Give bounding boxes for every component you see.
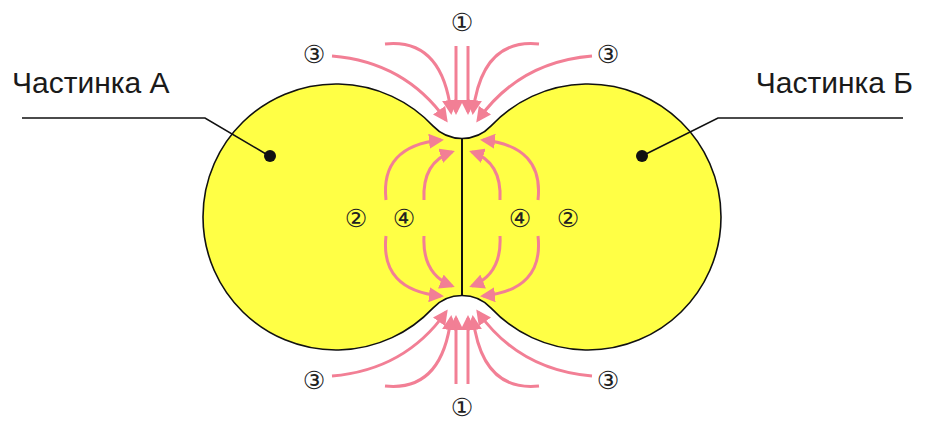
- particle-label: Частинка Б: [751, 66, 913, 101]
- callout-number: ③: [303, 42, 325, 67]
- callout-number: ③: [597, 42, 619, 67]
- particle-name: Частинка А: [12, 66, 174, 101]
- callout-number: ②: [557, 206, 579, 231]
- callout-number: ③: [303, 368, 325, 393]
- particle-center-dot: [636, 150, 648, 162]
- particle-center-dot: [264, 150, 276, 162]
- flow-arrows: [332, 44, 592, 387]
- grain-boundary: [461, 139, 463, 296]
- callout-number: ①: [451, 10, 473, 35]
- particle-name: Частинка Б: [751, 66, 913, 101]
- particle-label: Частинка А: [12, 66, 174, 101]
- callout-number: ②: [345, 206, 367, 231]
- leader-lines: [22, 118, 903, 154]
- callout-number: ①: [451, 395, 473, 420]
- fused-particles: [203, 84, 721, 350]
- callout-number: ③: [597, 368, 619, 393]
- callout-number: ④: [509, 206, 531, 231]
- callout-number: ④: [393, 206, 415, 231]
